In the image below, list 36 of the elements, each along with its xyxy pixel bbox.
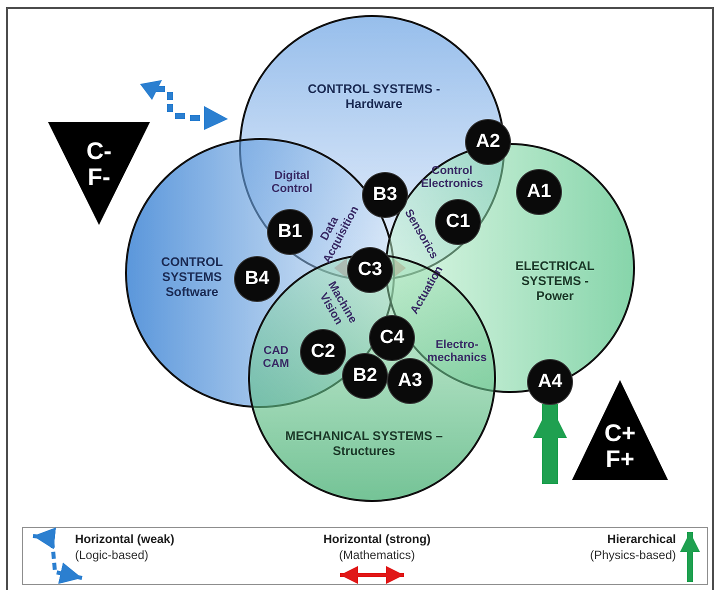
code-badge bbox=[301, 330, 345, 374]
overlap-label: CAD CAM bbox=[262, 345, 290, 371]
badge-code: C1 bbox=[446, 211, 470, 233]
domain-title: MECHANICAL SYSTEMS – Structures bbox=[284, 429, 444, 459]
badge-code: C2 bbox=[310, 341, 336, 363]
badge-code: A1 bbox=[526, 181, 552, 203]
overlap-label: Control Electronics bbox=[420, 165, 484, 191]
code-badge bbox=[343, 354, 387, 398]
code-badge bbox=[235, 257, 279, 301]
domain-title: CONTROL SYSTEMS Software bbox=[160, 255, 224, 300]
badge-code: C4 bbox=[380, 327, 404, 349]
domain-title: ELECTRICAL SYSTEMS - Power bbox=[514, 259, 596, 304]
badge-code: B4 bbox=[244, 268, 270, 290]
triangle-label: C- F- bbox=[85, 139, 113, 191]
triangle-label: C+ F+ bbox=[603, 421, 637, 473]
code-badge bbox=[268, 210, 312, 254]
triangle-marker bbox=[48, 122, 150, 225]
overlap-label: Electro-mechanics bbox=[426, 339, 488, 365]
badge-code: A2 bbox=[476, 131, 500, 153]
overlap-label: Digital Control bbox=[270, 170, 314, 196]
triangle-marker bbox=[572, 380, 668, 480]
legend-text: Horizontal (weak) (Logic-based) bbox=[75, 531, 174, 563]
badge-code: B3 bbox=[372, 184, 398, 206]
code-badge bbox=[466, 120, 510, 164]
hierarchy-arrow bbox=[533, 404, 567, 484]
code-badge bbox=[517, 170, 561, 214]
code-badge bbox=[528, 360, 572, 404]
badge-code: A3 bbox=[398, 370, 422, 392]
legend-text: Hierarchical (Physics-based) bbox=[590, 531, 676, 563]
badge-code: B2 bbox=[352, 365, 378, 387]
code-badge bbox=[436, 200, 480, 244]
badge-code: B1 bbox=[278, 221, 302, 243]
domain-title: CONTROL SYSTEMS - Hardware bbox=[306, 82, 442, 112]
badge-code: C3 bbox=[358, 259, 382, 281]
badge-code: A4 bbox=[538, 371, 562, 393]
legend-text: Horizontal (strong) (Mathematics) bbox=[323, 531, 431, 563]
